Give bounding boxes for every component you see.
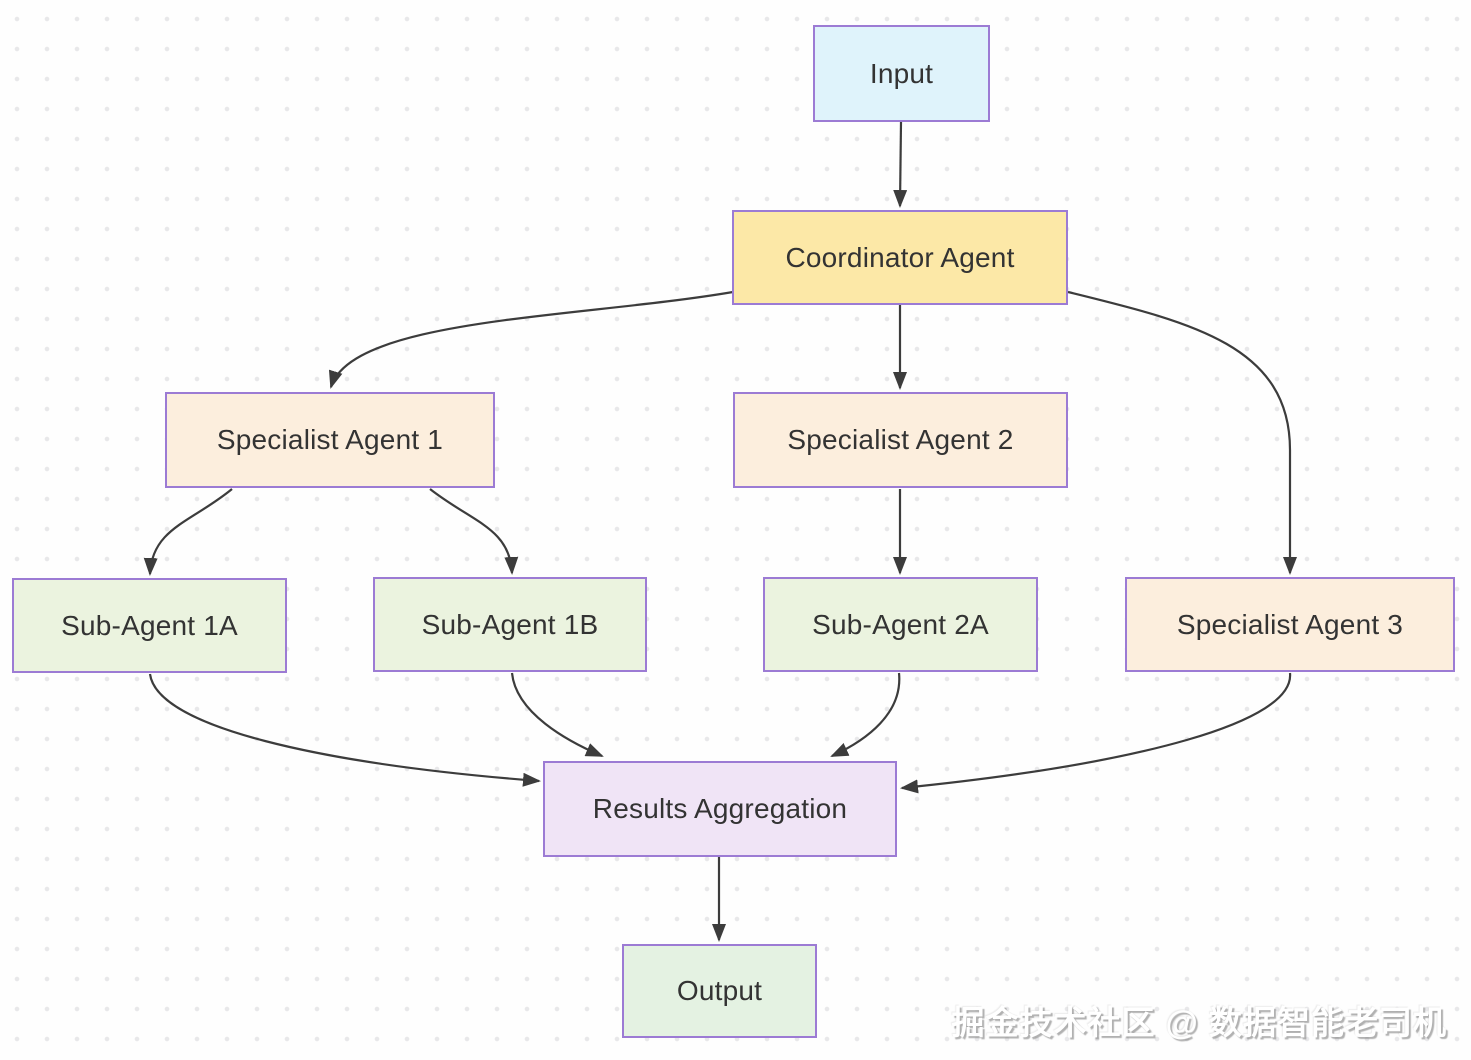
edge-sub2a-results <box>830 672 901 758</box>
node-results: Results Aggregation <box>543 761 897 857</box>
node-sub1a: Sub-Agent 1A <box>12 578 287 673</box>
node-output: Output <box>622 944 817 1038</box>
edge-coordinator-specialist3 <box>1067 290 1297 575</box>
edge-coordinator-specialist1 <box>329 290 734 389</box>
node-specialist2-label: Specialist Agent 2 <box>787 424 1014 455</box>
node-specialist1: Specialist Agent 1 <box>165 392 495 488</box>
node-specialist1-label: Specialist Agent 1 <box>216 424 444 455</box>
node-sub1a-label: Sub-Agent 1A <box>61 609 238 641</box>
node-specialist3: Specialist Agent 3 <box>1125 577 1455 672</box>
node-input: Input <box>813 25 990 122</box>
node-specialist2: Specialist Agent 2 <box>733 392 1068 488</box>
edge-sub1b-results <box>510 672 604 758</box>
node-sub2a-label: Sub-Agent 2A <box>812 608 989 640</box>
edge-sub1a-results <box>148 673 541 787</box>
node-input-label: Input <box>869 57 934 89</box>
node-sub2a: Sub-Agent 2A <box>763 577 1038 672</box>
edge-specialist3-results <box>900 672 1292 794</box>
edge-specialist1-sub1b <box>429 488 519 575</box>
node-sub1b: Sub-Agent 1B <box>373 577 647 672</box>
node-sub1b-label: Sub-Agent 1B <box>421 608 599 640</box>
node-results-label: Results Aggregation <box>592 793 848 824</box>
node-output-label: Output <box>676 975 763 1006</box>
edge-specialist1-sub1a <box>143 488 233 576</box>
node-coordinator-label: Coordinator Agent <box>785 241 1015 273</box>
node-coordinator: Coordinator Agent <box>732 210 1068 305</box>
node-specialist3-label: Specialist Agent 3 <box>1176 608 1404 640</box>
edge-input-coordinator <box>893 121 908 208</box>
watermark-text: 掘金技术社区 @ 数据智能老司机 <box>951 1004 1447 1041</box>
